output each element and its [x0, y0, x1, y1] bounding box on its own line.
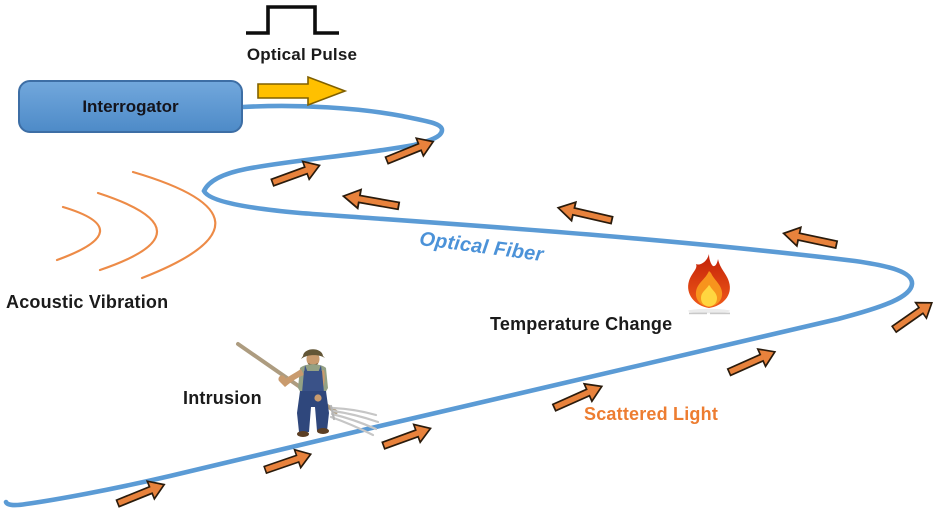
interrogator-label: Interrogator — [82, 96, 179, 116]
acoustic-wave-arcs-icon — [55, 170, 217, 280]
acoustic-vibration-label: Acoustic Vibration — [6, 292, 169, 312]
flame-icon — [688, 254, 730, 315]
scattered-light-arrow-icon — [780, 223, 840, 255]
scattered-light-arrow-icon — [555, 197, 615, 231]
scattered-light-arrow-icon — [340, 185, 402, 217]
scattered-light-label: Scattered Light — [584, 404, 719, 424]
optical-pulse-arrow-icon — [257, 75, 348, 107]
pitchfork-tines — [329, 404, 380, 437]
intrusion-label: Intrusion — [183, 388, 262, 408]
farmer-intruder-figure — [236, 342, 380, 437]
pulse-waveform-icon — [246, 5, 339, 35]
optical-pulse-label: Optical Pulse — [246, 45, 358, 64]
farmer-body — [278, 349, 329, 437]
optical-fiber-line — [3, 103, 915, 508]
temperature-change-label: Temperature Change — [490, 314, 673, 334]
scattered-light-arrow-icon — [724, 342, 780, 382]
interrogator-box: Interrogator — [18, 80, 243, 133]
